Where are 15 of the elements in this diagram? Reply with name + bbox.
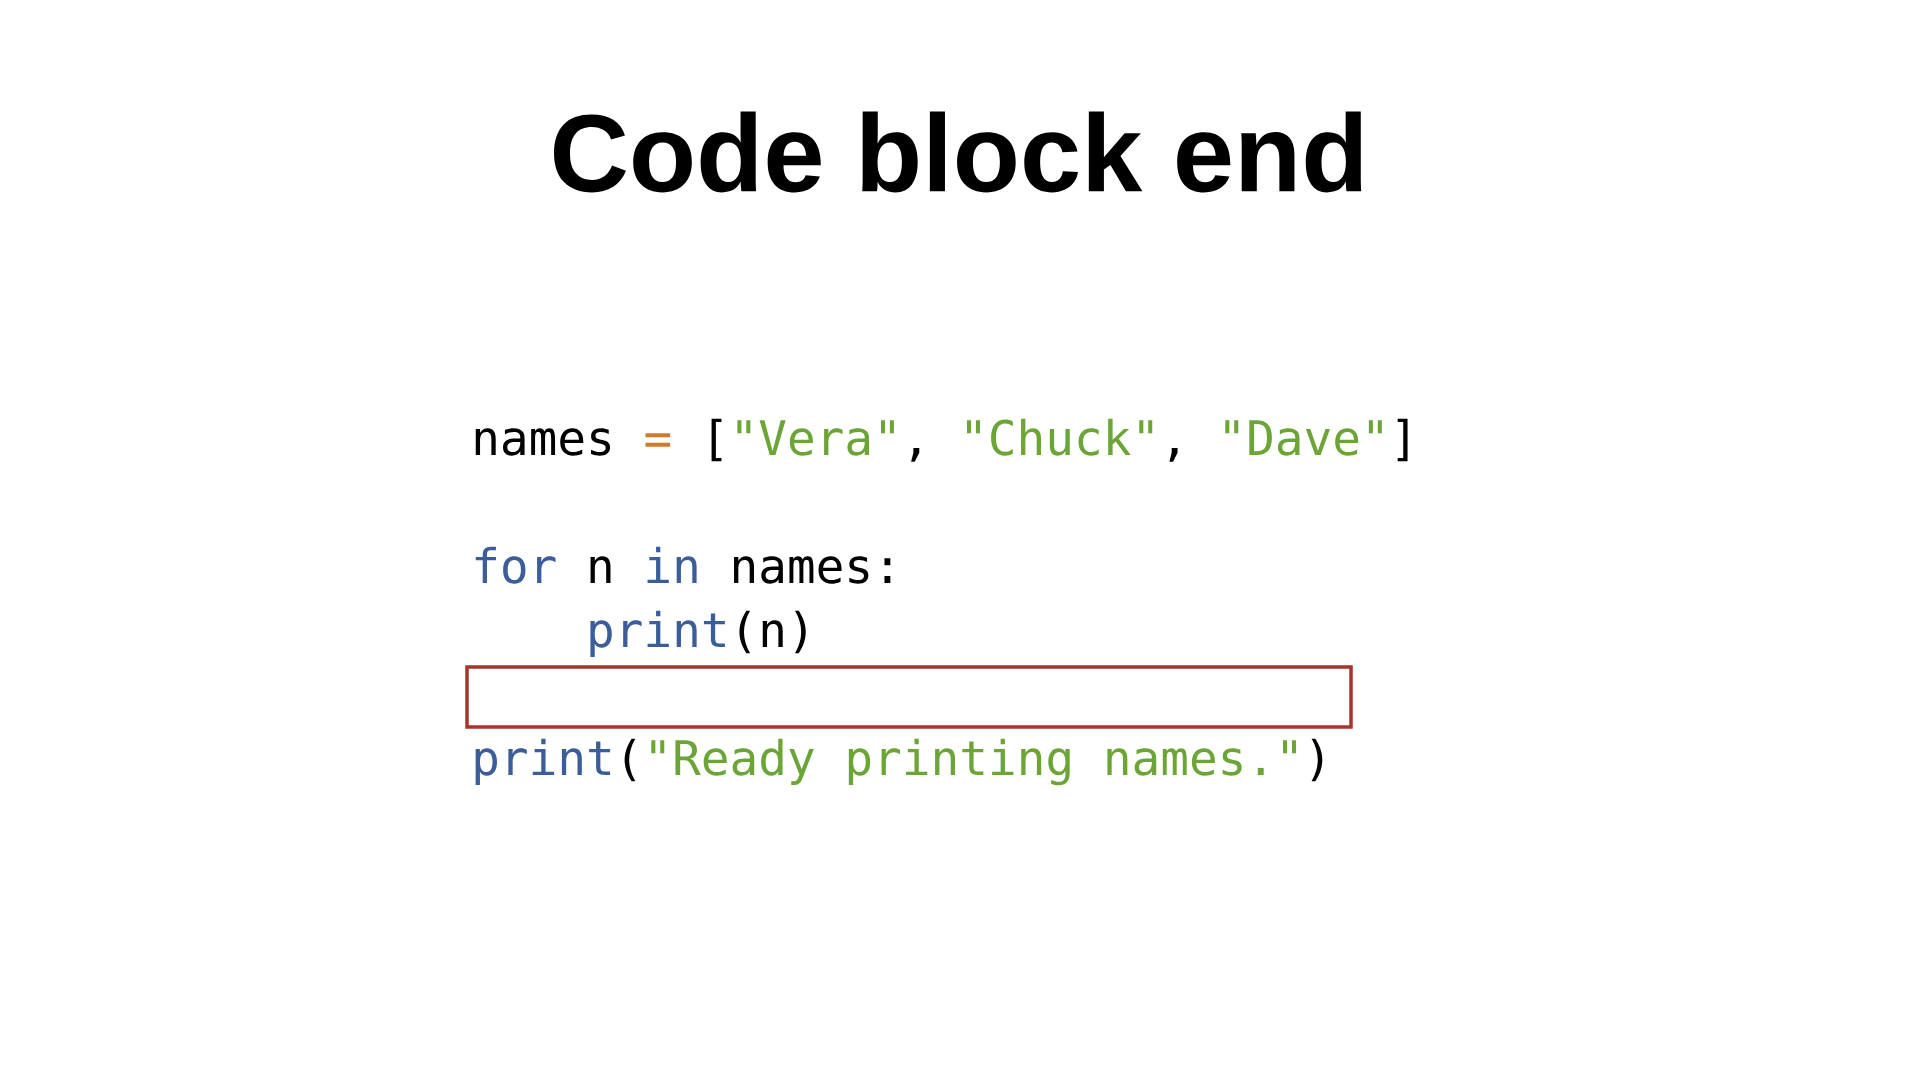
code-text: names: [734, 556, 891, 584]
code-text: n [590, 556, 611, 583]
highlight-box [465, 665, 1353, 729]
code-text: names [475, 428, 611, 456]
slide-title: Code block end [554, 111, 1362, 193]
code-text: [ [711, 418, 722, 462]
code-text: in [647, 546, 697, 583]
code-text: "Dave" [1225, 420, 1382, 456]
code-text: for [475, 546, 556, 584]
code-text: , [911, 447, 920, 462]
code-text: , [1169, 447, 1178, 462]
code-text: ] [1397, 418, 1408, 462]
code-text: "Vera" [737, 420, 894, 456]
code-text: "Chuck" [967, 418, 1153, 456]
code-text: = [645, 433, 671, 447]
